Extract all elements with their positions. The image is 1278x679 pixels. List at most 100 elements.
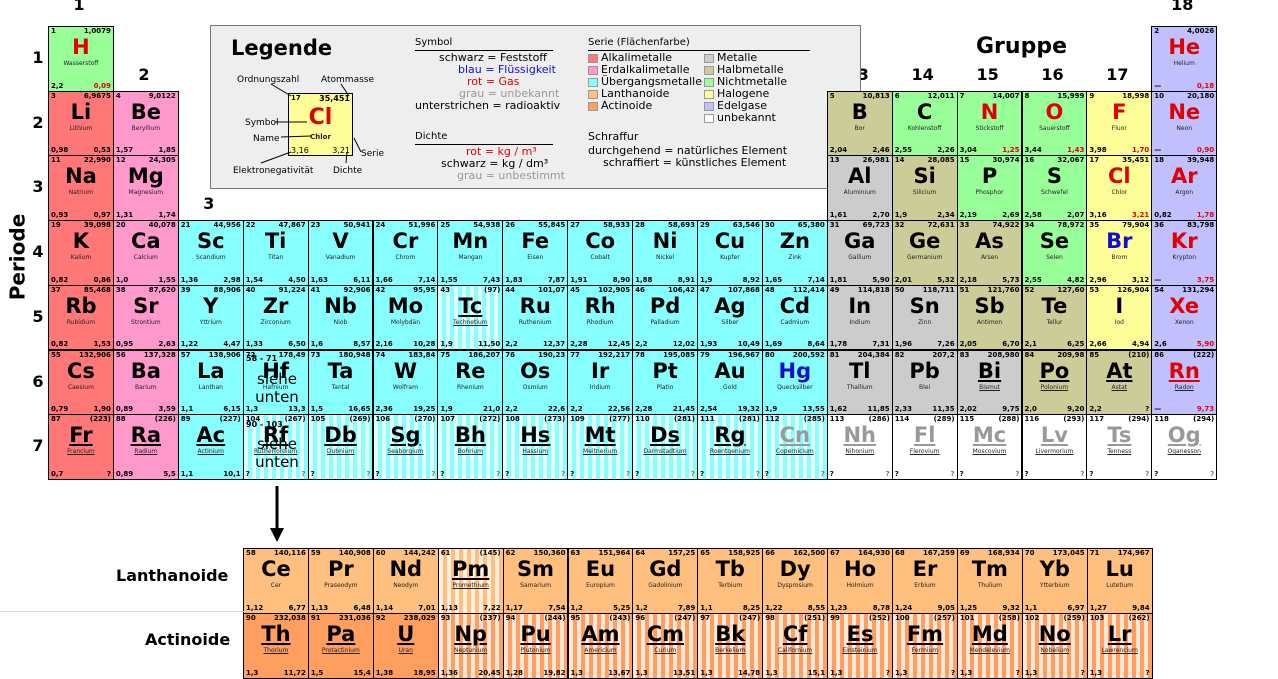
element-symbol: I bbox=[1115, 293, 1124, 318]
element-symbol: Be bbox=[130, 99, 161, 124]
element-mass: 200,592 bbox=[792, 350, 825, 359]
element-mass: 208,980 bbox=[987, 350, 1020, 359]
element-symbol: Np bbox=[454, 622, 487, 646]
element-electronegativity: 3,44 bbox=[1024, 146, 1042, 155]
element-number: 62 bbox=[505, 549, 516, 557]
element-name: Darmstadtium bbox=[643, 448, 687, 456]
element-mass: 140,908 bbox=[338, 549, 371, 557]
element-electronegativity: 1,3 bbox=[765, 668, 778, 677]
element-electronegativity: 0,98 bbox=[51, 146, 69, 155]
element-density: ? bbox=[885, 668, 890, 677]
legend-pointer-lines bbox=[260, 83, 362, 164]
element-electronegativity: 2,55 bbox=[1024, 275, 1042, 284]
element-name: Ytterbium bbox=[1039, 582, 1070, 589]
legend-example-cell: 17 35,451 Cl Chlor 3,16 3,21 bbox=[288, 93, 353, 156]
element-name: Blei bbox=[919, 383, 931, 391]
element-mass: 173,045 bbox=[1052, 549, 1085, 557]
element-electronegativity: 2,05 bbox=[959, 340, 977, 349]
element-mass: 190,23 bbox=[538, 350, 566, 359]
element-density: 0,90 bbox=[1196, 146, 1215, 155]
element-density: 1,78 bbox=[1196, 211, 1215, 220]
element-electronegativity: 1,33 bbox=[245, 340, 263, 349]
element-number: 35 bbox=[1089, 221, 1100, 230]
element-name: Brom bbox=[1111, 254, 1128, 262]
element-symbol: S bbox=[1046, 164, 1062, 189]
element-name: Hassium bbox=[522, 448, 549, 456]
element-number: 2 bbox=[1154, 27, 1160, 35]
element-density: 22,56 bbox=[607, 405, 631, 414]
element-mass: (244) bbox=[544, 614, 566, 622]
element-number: 83 bbox=[959, 350, 970, 359]
legend-symbol-gas: rot = Gas bbox=[467, 75, 520, 88]
element-name: Eisen bbox=[527, 254, 544, 262]
element-number: 21 bbox=[180, 221, 191, 230]
element-density: 5,25 bbox=[613, 603, 631, 612]
element-mass: 101,07 bbox=[538, 285, 566, 294]
element-density: 2,46 bbox=[872, 146, 890, 155]
element-density: 0,53 bbox=[93, 146, 111, 155]
element-symbol: Cr bbox=[392, 229, 419, 254]
legend-box: Legende Ordnungszahl Atommasse Symbol Na… bbox=[210, 25, 861, 189]
element-symbol: Tl bbox=[848, 358, 871, 383]
element-mass: 50,941 bbox=[343, 221, 371, 230]
element-number: 8 bbox=[1024, 91, 1030, 100]
element-name: Rubidium bbox=[66, 318, 96, 326]
element-density: 6,25 bbox=[1067, 340, 1085, 349]
element-electronegativity: 1,3 bbox=[1089, 668, 1103, 677]
element-mass: 127,60 bbox=[1057, 285, 1085, 294]
element-symbol: Ti bbox=[264, 229, 287, 254]
element-electronegativity: 2,1 bbox=[1024, 340, 1037, 349]
element-name: Silber bbox=[721, 318, 739, 326]
down-arrow-icon bbox=[270, 486, 284, 542]
element-number: 4 bbox=[115, 91, 121, 100]
element-name: Tellur bbox=[1046, 318, 1063, 326]
element-mass: 138,906 bbox=[208, 350, 241, 359]
element-number: 111 bbox=[700, 415, 715, 424]
element-number: 14 bbox=[894, 156, 905, 165]
element-density: 1,85 bbox=[158, 146, 176, 155]
lanthanoid-range: 58 - 71 bbox=[246, 354, 278, 363]
element-mass: 232,038 bbox=[274, 614, 306, 622]
element-name: Holmium bbox=[846, 582, 874, 589]
legend-dichte-header: Dichte bbox=[415, 131, 448, 142]
element-density: 9,20 bbox=[1067, 405, 1085, 414]
element-number: 3 bbox=[51, 91, 56, 100]
element-mass: (257) bbox=[933, 614, 955, 622]
legend-serie-unknown: unbekannt bbox=[717, 111, 776, 124]
element-number: 13 bbox=[829, 156, 840, 165]
element-name: Iridium bbox=[589, 383, 611, 391]
element-name: Rhodium bbox=[586, 318, 614, 326]
element-mass: (285) bbox=[803, 415, 825, 424]
element-number: 58 bbox=[246, 549, 256, 557]
element-electronegativity: 1,3 bbox=[246, 668, 259, 677]
element-number: 46 bbox=[635, 285, 645, 294]
element-number: 55 bbox=[51, 350, 61, 359]
element-symbol: Bh bbox=[454, 423, 486, 448]
legend-serie-alkali: Alkalimetalle bbox=[601, 51, 673, 64]
element-density: 1,53 bbox=[93, 340, 111, 349]
element-mass: (237) bbox=[479, 614, 501, 622]
element-number: 39 bbox=[180, 285, 191, 294]
element-symbol: Zr bbox=[262, 293, 289, 318]
element-symbol: Og bbox=[1167, 423, 1201, 448]
element-number: 6 bbox=[894, 91, 900, 100]
element-electronegativity: 1,57 bbox=[115, 146, 134, 155]
element-symbol: Nh bbox=[843, 423, 876, 448]
element-name: Arsen bbox=[980, 254, 999, 262]
